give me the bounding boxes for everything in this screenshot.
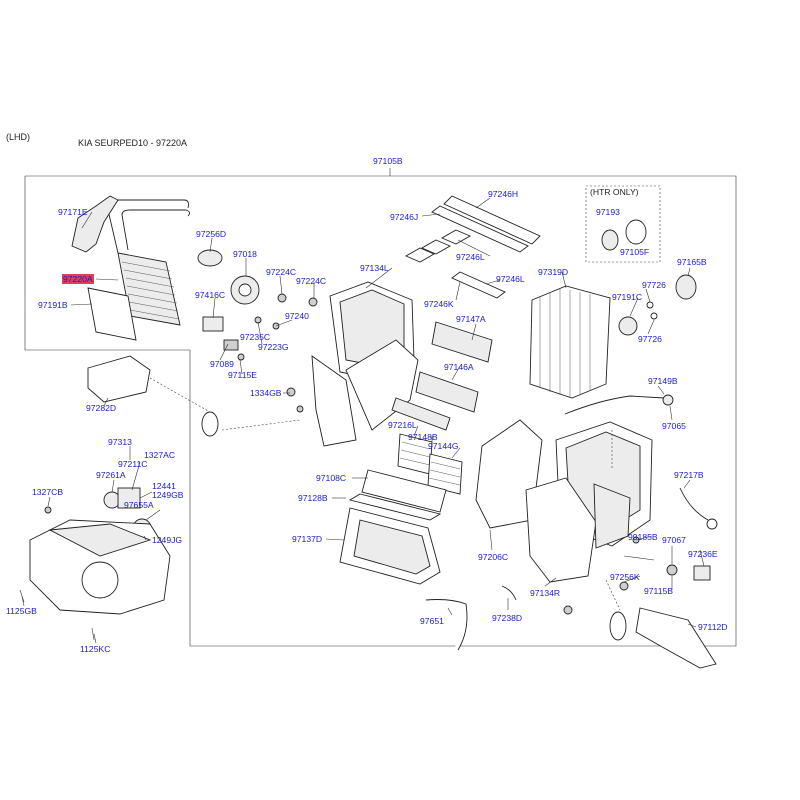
drain-hose-part-2	[425, 599, 468, 651]
part-label-97134R[interactable]: 97134R	[530, 588, 561, 598]
part-label-97128B[interactable]: 97128B	[298, 493, 328, 503]
seal-part	[87, 287, 137, 341]
part-label-97137D[interactable]: 97137D	[292, 534, 323, 544]
part-label-97216L[interactable]: 97216L	[388, 420, 417, 430]
part-label-97246L[interactable]: 97246L	[456, 252, 485, 262]
part-label-1249JG[interactable]: 1249JG	[152, 535, 183, 545]
actuator-part-2	[202, 316, 224, 332]
part-label-1249GB[interactable]: 1249GB	[152, 490, 184, 500]
part-label-1125GB[interactable]: 1125GB	[6, 606, 37, 616]
part-label-97651[interactable]: 97651	[420, 616, 444, 626]
assembly-frame	[24, 175, 737, 647]
hose-part-right	[679, 487, 709, 521]
part-label-1327CB[interactable]: 1327CB	[32, 487, 64, 497]
door-part-1	[431, 321, 493, 363]
part-label-1334GB[interactable]: 1334GB	[250, 388, 282, 398]
part-label-97238D[interactable]: 97238D	[492, 613, 523, 623]
left-ring-part	[201, 411, 219, 437]
htr-only-box	[585, 185, 661, 263]
part-label-97144G[interactable]: 97144G	[428, 441, 459, 451]
part-label-97246J[interactable]: 97246J	[390, 212, 419, 222]
duct-part	[635, 607, 717, 669]
left-duct-part	[87, 355, 151, 403]
part-label-97165B[interactable]: 97165B	[677, 257, 707, 267]
part-label-97246K[interactable]: 97246K	[424, 299, 454, 309]
door-part-2	[415, 371, 479, 413]
part-label-97217B[interactable]: 97217B	[674, 470, 704, 480]
grommet-part	[675, 274, 697, 300]
part-label-97067[interactable]: 97067	[662, 535, 686, 545]
part-label-97256D[interactable]: 97256D	[196, 229, 227, 239]
part-label-97319D[interactable]: 97319D	[538, 267, 569, 277]
part-label-97105F[interactable]: 97105F	[620, 247, 650, 257]
part-label-97018[interactable]: 97018	[233, 249, 257, 259]
heater-core-part	[107, 199, 191, 326]
actuator-part-1	[197, 249, 223, 267]
part-label-97065[interactable]: 97065	[662, 421, 686, 431]
filter-part-2	[427, 453, 463, 495]
part-label-97112D[interactable]: 97112D	[698, 622, 728, 632]
drain-hose-part	[564, 395, 665, 415]
part-label-97655A[interactable]: 97655A	[124, 500, 154, 510]
expansion-valve-part	[618, 316, 638, 336]
assembly-label[interactable]: 97105B	[373, 156, 403, 166]
right-case-part	[525, 421, 653, 583]
part-label-97313[interactable]: 97313	[108, 437, 132, 447]
model-title: KIA SEURPED10 - 97220A	[78, 138, 188, 148]
part-label-97223G[interactable]: 97223G	[258, 342, 289, 352]
part-label-97726[interactable]: 97726	[642, 280, 666, 290]
part-label-97416C[interactable]: 97416C	[195, 290, 226, 300]
part-label-97147A[interactable]: 97147A	[456, 314, 486, 324]
part-label-99185B[interactable]: 99185B	[628, 532, 658, 542]
part-label-97256K[interactable]: 97256K	[610, 572, 640, 582]
part-label-1327AC[interactable]: 1327AC	[144, 450, 176, 460]
part-label-97282D[interactable]: 97282D	[86, 403, 117, 413]
part-label-97726-2[interactable]: 97726	[638, 334, 662, 344]
htr-part-2	[625, 219, 647, 245]
htr-part-1	[601, 229, 619, 251]
part-label-97089[interactable]: 97089	[210, 359, 234, 369]
part-label-97134L[interactable]: 97134L	[360, 263, 389, 273]
part-label-97108C[interactable]: 97108C	[316, 473, 347, 483]
pipe-bracket-part	[71, 195, 119, 253]
part-label-97240[interactable]: 97240	[285, 311, 309, 321]
part-label-97261A[interactable]: 97261A	[96, 470, 126, 480]
sensor-part	[693, 565, 711, 581]
part-label-97235C[interactable]: 97235C	[240, 332, 271, 342]
part-label-97246L-2[interactable]: 97246L	[496, 274, 525, 284]
part-label-97149B[interactable]: 97149B	[648, 376, 678, 386]
drive-side-label: (LHD)	[6, 132, 30, 142]
htr-only-title: (HTR ONLY)	[590, 187, 639, 197]
part-label-97246H[interactable]: 97246H	[488, 189, 519, 199]
part-label-97193[interactable]: 97193	[596, 207, 620, 217]
part-label-97211C[interactable]: 97211C	[118, 459, 148, 469]
part-label-97191C[interactable]: 97191C	[612, 292, 643, 302]
part-label-97224C[interactable]: 97224C	[266, 267, 297, 277]
part-label-97115B[interactable]: 97115B	[644, 586, 673, 596]
part-label-97220A[interactable]: 97220A	[62, 274, 94, 284]
part-label-97115E[interactable]: 97115E	[228, 370, 257, 380]
seal-strip-h	[443, 195, 541, 245]
part-label-97236E[interactable]: 97236E	[688, 549, 718, 559]
part-label-12441[interactable]: 12441	[152, 481, 176, 491]
part-label-97191B[interactable]: 97191B	[38, 300, 68, 310]
part-label-97206C[interactable]: 97206C	[478, 552, 509, 562]
left-case-part	[311, 281, 419, 447]
tray-part-1	[361, 469, 447, 513]
leader-lines	[21, 197, 705, 644]
part-label-97224C-2[interactable]: 97224C	[296, 276, 327, 286]
part-label-97148B[interactable]: 97148B	[408, 432, 438, 442]
part-label-1125KC[interactable]: 1125KC	[80, 644, 111, 654]
part-label-97171E[interactable]: 97171E	[58, 207, 88, 217]
part-label-97146A[interactable]: 97146A	[444, 362, 474, 372]
